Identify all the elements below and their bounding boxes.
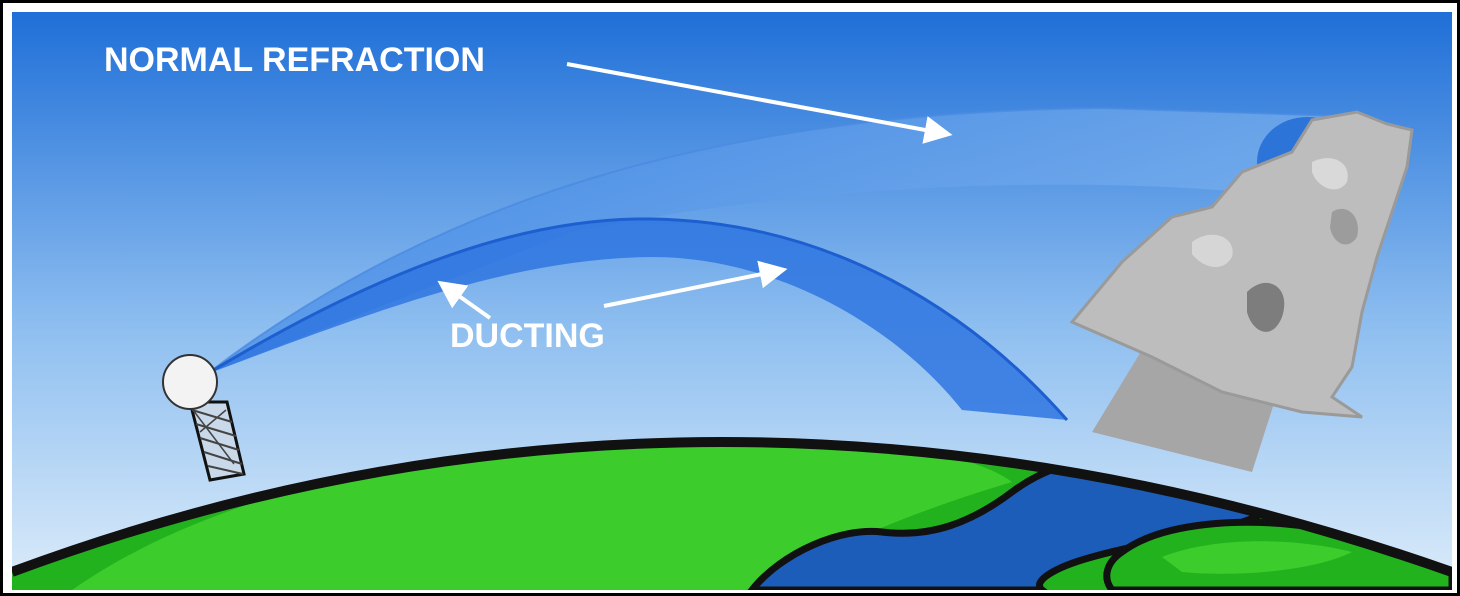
storm-cloud-icon	[1069, 110, 1414, 419]
refraction-diagram: NORMAL REFRACTION DUCTING	[12, 12, 1452, 590]
diagram-scene: NORMAL REFRACTION DUCTING	[12, 12, 1452, 590]
normal-refraction-beam-edge	[206, 106, 1343, 375]
normal-refraction-arrow	[566, 62, 953, 144]
land-highlight	[72, 442, 1012, 590]
ducting-beam	[207, 218, 1067, 420]
radar-tower-icon	[188, 400, 246, 482]
earth-horizon-outline	[12, 437, 1452, 577]
ducting-label: DUCTING	[450, 317, 605, 355]
ducting-arrow-right	[603, 260, 788, 308]
normal-refraction-label: NORMAL REFRACTION	[104, 41, 485, 79]
ducting-beam-top-edge	[206, 217, 1069, 421]
radar-dome-icon	[162, 354, 218, 410]
ducting-arrow-left	[437, 280, 492, 320]
earth	[12, 437, 1452, 590]
normal-refraction-beam	[207, 108, 1342, 374]
